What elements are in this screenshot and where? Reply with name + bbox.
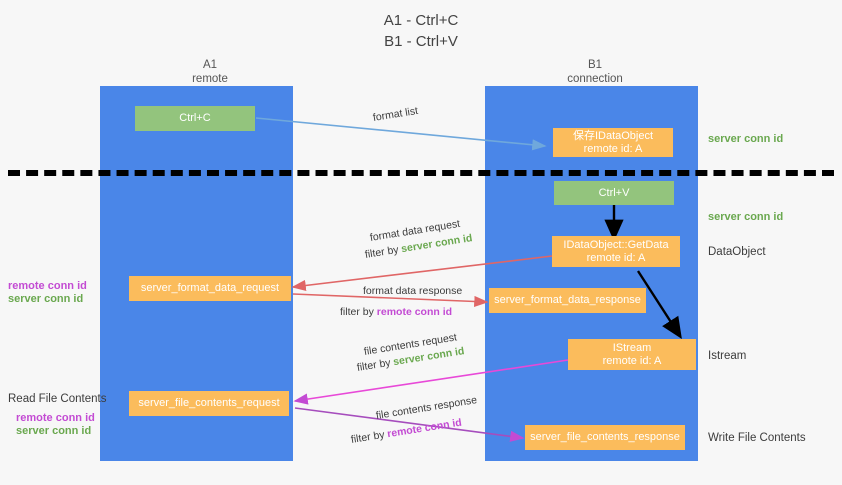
box-server-file-contents-request[interactable]: server_file_contents_request — [129, 391, 289, 416]
title-line-2: B1 - Ctrl+V — [384, 33, 458, 50]
box-getdata-line1: IDataObject::GetData — [563, 238, 669, 251]
column-a1-name: A1 — [202, 59, 218, 71]
filter-key-remote-conn-id-1: remote conn id — [376, 306, 453, 318]
column-b1-sub: connection — [567, 73, 623, 85]
right-label-write-file-contents: Write File Contents — [708, 432, 806, 444]
left-label-server-conn-id-1: server conn id — [8, 293, 84, 305]
box-save-dataobject[interactable]: 保存IDataObject remote id: A — [553, 128, 673, 157]
left-label-remote-conn-id-2: remote conn id — [16, 412, 95, 424]
box-server-file-contents-response-label: server_file_contents_response — [530, 431, 680, 443]
edge-label-format-list: format list — [372, 104, 419, 124]
column-header-b1: B1 connection — [505, 58, 685, 86]
edge-label-format-data-response: format data response — [363, 285, 463, 297]
box-istream-line2: remote id: A — [602, 354, 662, 367]
filter-key-remote-conn-id-2: remote conn id — [386, 416, 463, 441]
box-server-format-data-response-label: server_format_data_response — [494, 294, 641, 306]
box-server-file-contents-response[interactable]: server_file_contents_response — [525, 425, 685, 450]
title-line-1: A1 - Ctrl+C — [383, 12, 459, 29]
edge-label-file-contents-response: file contents response — [375, 394, 478, 422]
box-ctrl-c[interactable]: Ctrl+C — [135, 106, 255, 131]
box-ctrl-c-label: Ctrl+C — [179, 112, 211, 124]
box-ctrl-v[interactable]: Ctrl+V — [554, 181, 674, 205]
phase-divider — [8, 170, 834, 176]
column-b1-name: B1 — [587, 59, 603, 71]
box-istream[interactable]: IStream remote id: A — [568, 339, 696, 370]
box-server-format-data-request-label: server_format_data_request — [140, 282, 280, 294]
box-server-format-data-response[interactable]: server_format_data_response — [489, 288, 646, 313]
filter-prefix-4: filter by — [350, 428, 389, 446]
left-label-remote-conn-id-1: remote conn id — [8, 280, 87, 292]
filter-prefix-3: filter by — [356, 356, 395, 374]
right-label-server-conn-id-1: server conn id — [708, 133, 784, 145]
filter-prefix-1: filter by — [364, 243, 403, 261]
right-label-istream: Istream — [708, 350, 747, 362]
left-label-read-file-contents: Read File Contents — [8, 393, 107, 405]
box-idataobject-getdata[interactable]: IDataObject::GetData remote id: A — [552, 236, 680, 267]
box-getdata-line2: remote id: A — [586, 251, 646, 264]
box-server-file-contents-request-label: server_file_contents_request — [138, 397, 280, 409]
edge-label-file-contents-response-filter: filter by remote conn id — [350, 416, 463, 447]
right-label-dataobject: DataObject — [708, 246, 766, 258]
box-save-dataobject-line1: 保存IDataObject — [572, 129, 654, 142]
filter-prefix-2: filter by — [340, 306, 377, 318]
box-ctrl-v-label: Ctrl+V — [598, 186, 630, 199]
page-title: A1 - Ctrl+C B1 - Ctrl+V — [0, 10, 842, 52]
column-a1-sub: remote — [192, 73, 228, 85]
column-header-a1: A1 remote — [120, 58, 300, 86]
box-save-dataobject-line2: remote id: A — [583, 142, 643, 155]
edge-label-format-data-response-filter: filter by remote conn id — [340, 305, 452, 319]
left-label-server-conn-id-2: server conn id — [16, 425, 92, 437]
box-server-format-data-request[interactable]: server_format_data_request — [129, 276, 291, 301]
box-istream-line1: IStream — [612, 341, 652, 354]
right-label-server-conn-id-2: server conn id — [708, 211, 784, 223]
